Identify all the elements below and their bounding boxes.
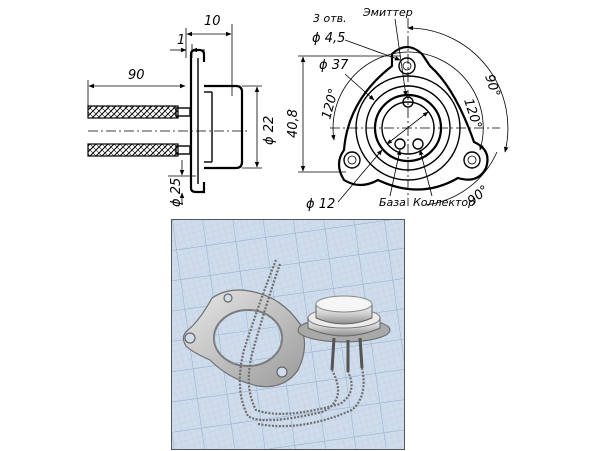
dim-body-diameter: ϕ 22: [262, 116, 277, 145]
top-view: 3 отв. ϕ 4,5 Эмиттер ϕ 37 40,8 120° 120°…: [286, 6, 509, 212]
lead-upper: [87, 105, 179, 119]
dim-flange: 1: [177, 33, 185, 48]
transistor-photo: [171, 219, 405, 450]
holes-label: 3 отв.: [313, 12, 347, 25]
lead-lower: [87, 143, 179, 157]
circle-diameter: ϕ 37: [319, 58, 349, 73]
lead-circle-diameter: ϕ 12: [306, 197, 335, 212]
overall-height: 40,8: [286, 109, 301, 138]
side-view: 10 1 90 ϕ 22 ϕ 25: [87, 14, 277, 207]
hole-diameter: ϕ 4,5: [312, 31, 345, 46]
angle-a: 120°: [319, 87, 342, 121]
photo-flange: [182, 289, 306, 388]
collector-label: Коллектор: [413, 196, 475, 209]
dim-lead-length: 90: [128, 68, 145, 83]
emitter-label: Эмиттер: [362, 6, 413, 19]
dim-flange-diameter: ϕ 25: [169, 178, 184, 207]
base-label: База: [379, 196, 406, 209]
mount-hole-left: [343, 151, 361, 169]
angle-c: 90°: [481, 73, 502, 100]
photo-braided-wires: [238, 259, 365, 428]
pin-base: [394, 138, 406, 150]
photo-transistor-body: [297, 295, 391, 372]
mount-hole-right: [463, 151, 481, 169]
pin-collector: [412, 138, 424, 150]
dim-width: 10: [204, 14, 221, 29]
